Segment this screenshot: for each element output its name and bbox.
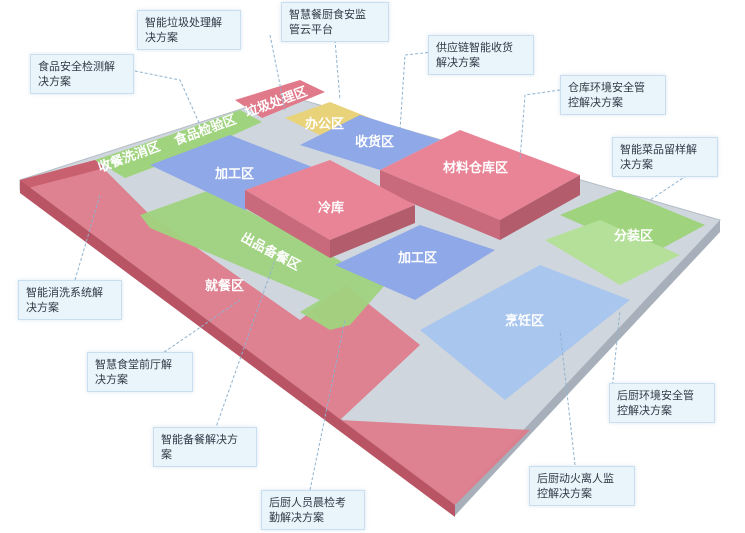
zone-dining-front [20, 180, 455, 517]
zone-serving-prep [140, 190, 385, 330]
label-receiving: 收货区 [355, 134, 394, 150]
callout-sample-retention: 智能菜品留样解 决方案 [612, 137, 718, 177]
callout-cloud-platform: 智慧餐厨食安监 管云平台 [281, 2, 389, 42]
callout-staff-check: 后厨人员晨检考 勤解决方案 [261, 490, 365, 530]
label-office: 办公区 [305, 116, 344, 132]
zone-receiving [300, 115, 440, 170]
zone-dining-wall [20, 160, 105, 188]
leader-serving [214, 259, 276, 431]
zone-office [285, 102, 375, 140]
label-cooking: 烹饪区 [505, 313, 544, 329]
label-materials-warehouse: 材料仓库区 [443, 160, 508, 176]
leader-food-test [129, 69, 201, 126]
zone-cold-storage-side2 [330, 205, 415, 258]
label-processing-a: 加工区 [214, 167, 254, 182]
callout-fire-watch: 后厨动火离人监 控解决方案 [529, 466, 635, 506]
label-cold-storage: 冷库 [318, 200, 344, 216]
zone-materials-warehouse [380, 130, 580, 220]
zone-dish-wash [95, 135, 200, 178]
label-processing-b: 加工区 [397, 251, 437, 266]
callout-food-safety-test: 食品安全检测解 决方案 [30, 54, 134, 94]
callout-front-hall: 智慧食堂前厅解 决方案 [87, 352, 193, 392]
zone-cold-storage [245, 160, 415, 240]
callout-back-kitchen-env: 后厨环境安全管 控解决方案 [609, 383, 715, 423]
zone-packing-lower [545, 220, 680, 285]
leader-back-kitchen [611, 309, 621, 391]
callout-serving-solution: 智能备餐解决方 案 [153, 427, 257, 467]
label-packing: 分装区 [614, 228, 653, 244]
zone-garbage [235, 80, 325, 118]
callout-washing-system: 智能消洗系统解 决方案 [18, 280, 122, 320]
leader-cloud [334, 39, 341, 101]
leader-garbage [269, 34, 286, 111]
leader-front-hall [159, 299, 241, 356]
leader-staff [309, 319, 346, 491]
label-dining: 就餐区 [205, 278, 244, 294]
zone-packing [560, 190, 705, 255]
leader-warehouse [519, 89, 561, 161]
base-side-right [455, 220, 720, 515]
callout-warehouse-env: 仓库环境安全管 控解决方案 [560, 75, 666, 115]
zone-dining [20, 160, 530, 505]
zone-inspection [170, 110, 262, 150]
zone-cooking [420, 265, 630, 400]
zone-cold-storage-side [245, 190, 330, 258]
zone-processing-b [335, 225, 495, 300]
leader-fire [559, 329, 576, 466]
callout-supply-chain: 供应链智能收货 解决方案 [428, 35, 534, 75]
zone-materials-warehouse-side [380, 170, 500, 240]
leader-sample [649, 169, 696, 201]
zone-materials-warehouse-side2 [500, 175, 580, 240]
callout-garbage-solution: 智能垃圾处理解 决方案 [137, 10, 241, 50]
